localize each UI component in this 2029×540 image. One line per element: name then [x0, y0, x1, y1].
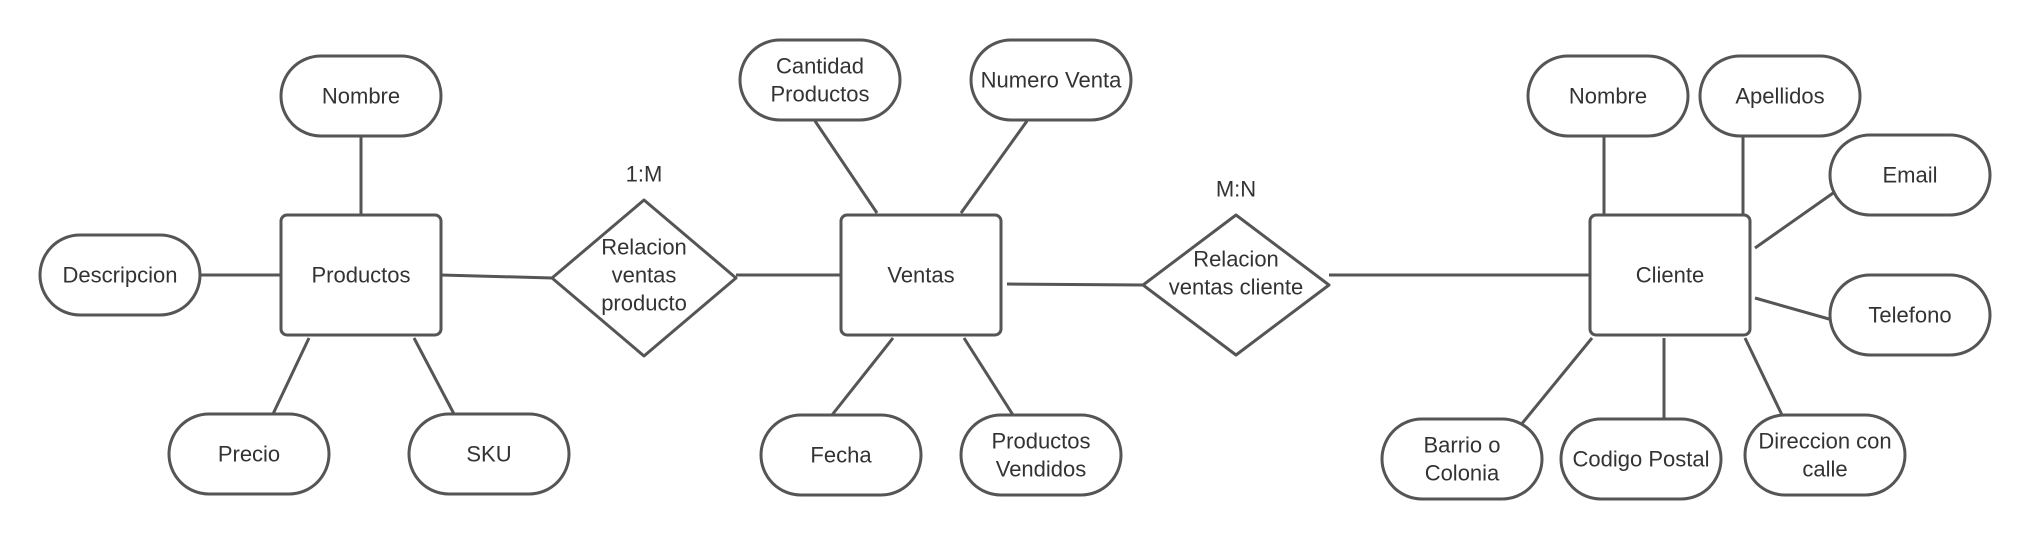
entity-cliente-label: Cliente	[1636, 263, 1704, 288]
attribute-v_numero: Numero Venta	[969, 38, 1133, 122]
attribute-p_sku-pill	[407, 412, 571, 496]
relationship-rel_vp-label: Relacion	[601, 235, 687, 260]
attribute-c_apellidos-pill	[1698, 54, 1862, 138]
edge-p_precio	[271, 337, 311, 415]
attribute-c_barrio-label: Barrio o	[1423, 433, 1500, 458]
attribute-c_telefono-pill	[1828, 273, 1992, 357]
cardinality-rel_vc: M:N	[1216, 177, 1256, 202]
relationship-rel_vc-diamond	[1141, 213, 1331, 357]
attribute-v_vendidos-label: Productos	[991, 429, 1090, 454]
attribute-v_fecha-pill	[759, 413, 923, 497]
attribute-p_nombre: Nombre	[279, 54, 443, 138]
attribute-c_barrio-label: Colonia	[1425, 461, 1500, 486]
attribute-v_fecha-label: Fecha	[810, 443, 872, 468]
entity-productos-box	[279, 213, 443, 337]
cardinality-rel_vp: 1:M	[626, 162, 663, 187]
attribute-c_email-pill	[1828, 133, 1992, 217]
attribute-v_numero-label: Numero Venta	[981, 68, 1122, 93]
attribute-c_nombre-label: Nombre	[1569, 84, 1647, 109]
relationship-rel_vp-label: ventas	[612, 263, 677, 288]
attribute-c_nombre-pill	[1526, 54, 1690, 138]
attribute-c_direccion: Direccion con calle	[1743, 413, 1907, 497]
attribute-v_numero-pill	[969, 38, 1133, 122]
attribute-c_email: Email	[1828, 133, 1992, 217]
attribute-v_cantidad-label: Productos	[770, 82, 869, 107]
edge-ventas-rel_vc	[1006, 282, 1144, 287]
attribute-c_apellidos: Apellidos	[1698, 54, 1862, 138]
attribute-p_precio: Precio	[167, 412, 331, 496]
attribute-c_nombre: Nombre	[1526, 54, 1690, 138]
attribute-p_nombre-label: Nombre	[322, 84, 400, 109]
attribute-c_direccion-pill	[1743, 413, 1907, 497]
attribute-p_sku: SKU	[407, 412, 571, 496]
attribute-p_descripcion-label: Descripcion	[63, 263, 178, 288]
entity-ventas-label: Ventas	[887, 263, 954, 288]
entity-cliente-box	[1588, 213, 1752, 337]
relationship-rel_vc-label: Relacion	[1193, 247, 1279, 272]
relationship-rel_vp: Relacion ventas producto 1:M	[550, 162, 738, 358]
edge-c_direccion	[1743, 337, 1784, 416]
edge-v_numero	[959, 120, 1029, 214]
relationship-rel_vc-label: ventas cliente	[1169, 275, 1304, 300]
entity-ventas-box	[839, 213, 1003, 337]
attribute-c_direccion-label: Direccion con	[1758, 429, 1891, 454]
entity-cliente: Cliente	[1588, 213, 1752, 337]
edge-v_vendidos	[962, 337, 1015, 416]
attribute-c_codigo-label: Codigo Postal	[1573, 447, 1710, 472]
attribute-v_cantidad-pill	[738, 38, 902, 122]
edge-productos-rel_vp	[440, 273, 553, 280]
entity-productos: Productos	[279, 213, 443, 337]
attribute-p_precio-label: Precio	[218, 442, 280, 467]
attribute-c_email-label: Email	[1882, 163, 1937, 188]
attribute-c_codigo-pill	[1559, 417, 1723, 501]
attribute-c_codigo: Codigo Postal	[1559, 417, 1723, 501]
edge-v_cantidad	[813, 120, 879, 214]
attribute-p_descripcion: Descripcion	[38, 233, 202, 317]
edge-v_fecha	[830, 337, 895, 416]
entity-productos-label: Productos	[311, 263, 410, 288]
edge-c_email	[1754, 189, 1837, 250]
attribute-p_sku-label: SKU	[466, 442, 511, 467]
attribute-p_descripcion-pill	[38, 233, 202, 317]
edge-c_telefono	[1754, 296, 1837, 323]
attribute-p_precio-pill	[167, 412, 331, 496]
relationship-rel_vp-label: producto	[601, 291, 687, 316]
attribute-c_direccion-label: calle	[1802, 457, 1847, 482]
attribute-v_fecha: Fecha	[759, 413, 923, 497]
entity-ventas: Ventas	[839, 213, 1003, 337]
attribute-c_barrio: Barrio o Colonia	[1380, 417, 1544, 501]
attribute-c_apellidos-label: Apellidos	[1735, 84, 1824, 109]
attribute-c_barrio-pill	[1380, 417, 1544, 501]
edge-p_sku	[412, 337, 456, 415]
edge-c_barrio	[1518, 337, 1594, 427]
attribute-p_nombre-pill	[279, 54, 443, 138]
attribute-v_vendidos-label: Vendidos	[996, 457, 1087, 482]
relationship-rel_vp-diamond	[550, 198, 738, 358]
relationship-rel_vc: Relacion ventas cliente M:N	[1141, 177, 1331, 357]
edges-layer	[200, 120, 1837, 427]
attribute-v_vendidos-pill	[959, 413, 1123, 497]
attribute-c_telefono: Telefono	[1828, 273, 1992, 357]
attribute-v_cantidad-label: Cantidad	[776, 54, 864, 79]
attribute-c_telefono-label: Telefono	[1868, 303, 1951, 328]
